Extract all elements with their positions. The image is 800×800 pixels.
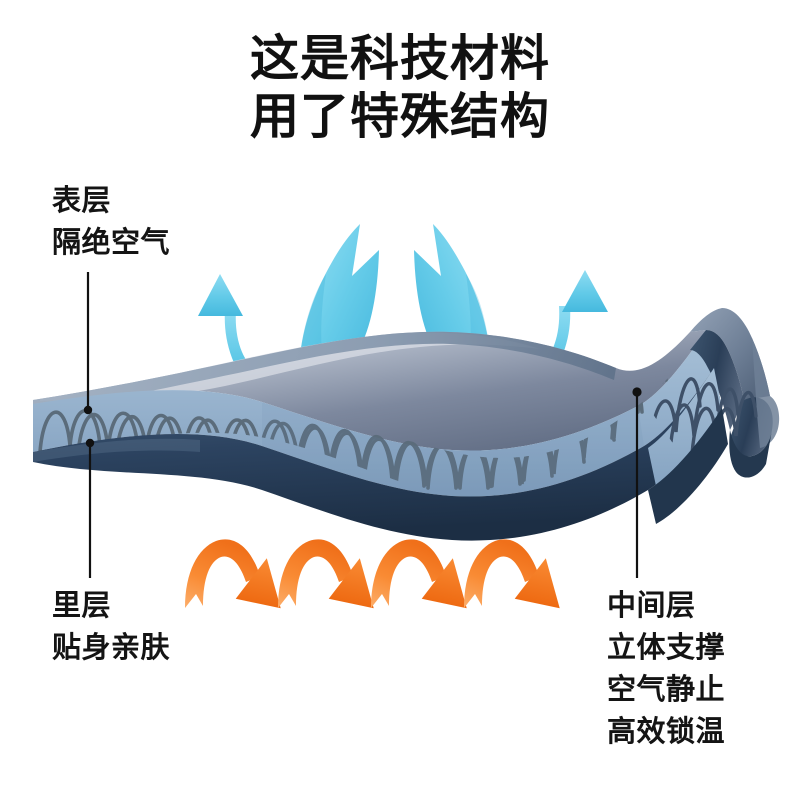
title-line-1: 这是科技材料	[249, 32, 550, 86]
surface-layer-edge	[33, 331, 616, 412]
material-sheet	[33, 308, 780, 541]
sheet-fold-right	[648, 308, 780, 486]
surface-layer-label-line-2: 隔绝空气	[52, 227, 171, 259]
inner-layer-tip	[33, 438, 200, 462]
blue-up-arrow-icon-right	[526, 270, 608, 388]
surface-layer-face	[33, 330, 706, 451]
middle-layer-label-line-3: 空气静止	[607, 674, 726, 706]
surface-layer-label: 表层 隔绝空气	[52, 180, 170, 264]
inner-layer-face	[33, 368, 722, 541]
surface-layer-label-line-1: 表层	[52, 185, 112, 217]
inner-layer-label-line-1: 里层	[52, 590, 112, 622]
inner-layer-label-line-2: 贴身亲肤	[52, 632, 171, 664]
page-title: 这是科技材料 用了特殊结构	[0, 30, 800, 146]
middle-layer-core	[33, 330, 714, 497]
orange-loop-arrow-icon-3	[371, 539, 467, 609]
inner-layer-right-shadow	[648, 408, 728, 524]
heat-retention-arrows-group	[185, 539, 560, 609]
orange-loop-arrow-icon-2	[278, 539, 374, 609]
leader-dot-icon-middle	[632, 387, 642, 397]
middle-layer-label-line-1: 中间层	[607, 590, 696, 622]
orange-loop-arrow-icon-4	[464, 539, 560, 609]
leader-lines-group	[83, 272, 642, 578]
middle-layer-label-line-4: 高效锁温	[607, 716, 726, 748]
orange-loop-arrow-icon-1	[185, 539, 281, 609]
leader-dot-icon-surface	[83, 405, 93, 415]
core-shading	[262, 402, 644, 497]
title-line-2: 用了特殊结构	[249, 90, 550, 144]
leader-dot-icon-inner	[85, 438, 95, 448]
middle-layer-label: 中间层 立体支撑 空气静止 高效锁温	[607, 585, 725, 753]
middle-layer-label-line-2: 立体支撑	[607, 632, 726, 664]
inner-layer-label: 里层 贴身亲肤	[52, 585, 170, 669]
